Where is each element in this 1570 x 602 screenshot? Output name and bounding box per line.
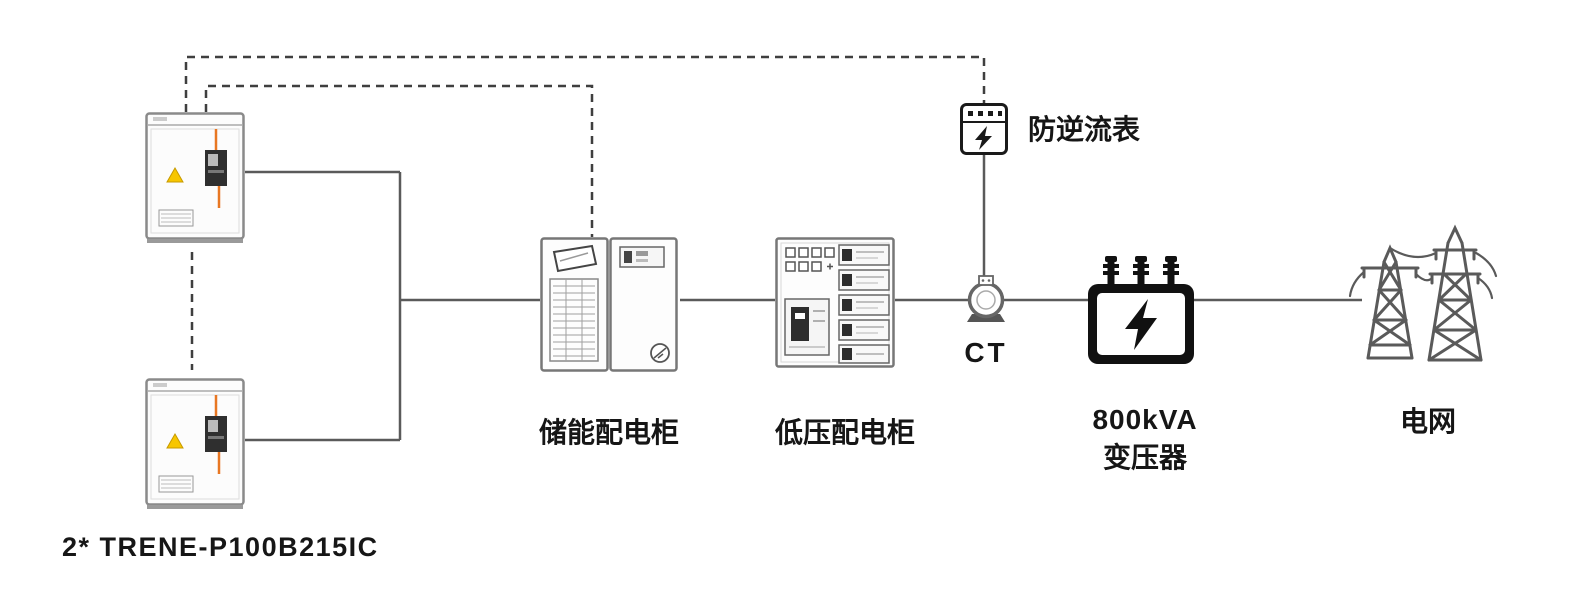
meter-label: 防逆流表: [1028, 114, 1141, 145]
grid-towers-icon: [1348, 224, 1498, 362]
battery-cabinet-2-icon: [145, 378, 245, 510]
ct-icon: [967, 275, 1005, 322]
grid-label: 电网: [1399, 406, 1456, 437]
storage-cabinet-icon: [540, 237, 678, 372]
lv-cabinet-label: 低压配电柜: [774, 417, 915, 448]
transformer-label-line2: 变压器: [1102, 442, 1187, 473]
ct-label: CT: [964, 337, 1008, 368]
transformer-icon: [1088, 256, 1194, 364]
signal-dashed-lines: [184, 55, 986, 370]
meter-icon: [960, 103, 1008, 155]
battery-cabinet-1-icon: [145, 112, 245, 244]
main-bus-lines: [245, 155, 1362, 442]
lv-cabinet-icon: [775, 237, 895, 368]
battery-label: 2* TRENE-P100B215IC: [62, 532, 379, 562]
transformer-label-line1: 800kVA: [1092, 404, 1198, 435]
storage-cabinet-label: 储能配电柜: [538, 417, 679, 448]
